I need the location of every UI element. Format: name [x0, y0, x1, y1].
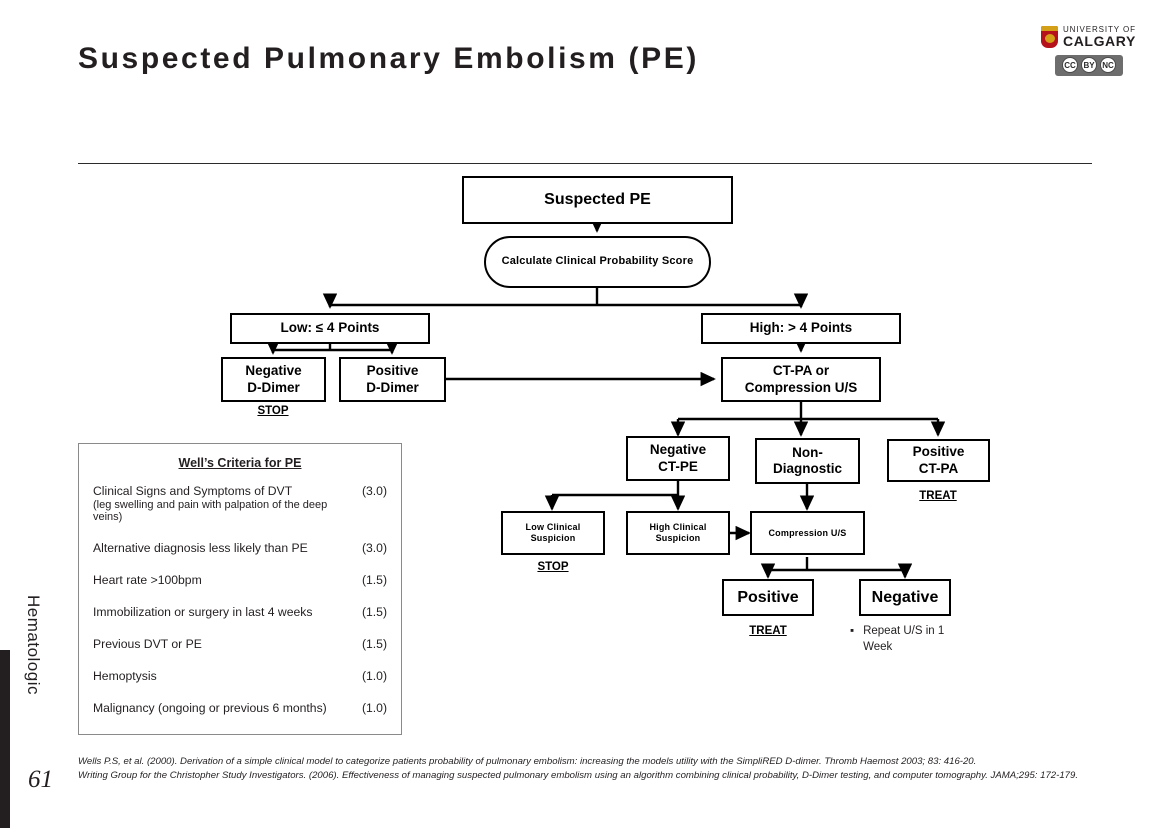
- node-compression-us-label: Compression U/S: [768, 527, 847, 538]
- criteria-label: Alternative diagnosis less likely than P…: [93, 541, 308, 555]
- criteria-sublabel: (leg swelling and pain with palpation of…: [93, 499, 328, 523]
- node-positive-final[interactable]: Positive: [722, 579, 814, 616]
- caption-stop-ddimer: STOP: [257, 405, 289, 417]
- node-low-clinical-suspicion[interactable]: Low Clinical Suspicion: [501, 511, 605, 555]
- node-negative-final[interactable]: Negative: [859, 579, 951, 616]
- node-high-points[interactable]: High: > 4 Points: [701, 313, 901, 344]
- node-negative-ctpe-label: Negative CT-PE: [649, 442, 707, 474]
- node-suspected-pe[interactable]: Suspected PE: [462, 176, 733, 224]
- criteria-row: Clinical Signs and Symptoms of DVT(leg s…: [93, 484, 387, 523]
- criteria-points: (1.0): [361, 701, 387, 715]
- node-positive-final-label: Positive: [737, 588, 799, 606]
- criteria-label: Clinical Signs and Symptoms of DVT(leg s…: [93, 484, 354, 523]
- section-accent-bar: [0, 650, 10, 828]
- criteria-label: Heart rate >100bpm: [93, 573, 202, 587]
- criteria-label: Hemoptysis: [93, 669, 157, 683]
- node-negative-final-label: Negative: [871, 588, 939, 606]
- page-number: 61: [28, 766, 53, 793]
- node-high-points-label: High: > 4 Points: [749, 320, 853, 336]
- node-high-clinical-suspicion[interactable]: High Clinical Suspicion: [626, 511, 730, 555]
- criteria-points: (1.5): [361, 605, 387, 619]
- node-non-diagnostic[interactable]: Non- Diagnostic: [755, 438, 860, 484]
- criteria-points: (3.0): [361, 484, 387, 498]
- wells-criteria-list: Clinical Signs and Symptoms of DVT(leg s…: [93, 484, 387, 715]
- criteria-row: Alternative diagnosis less likely than P…: [93, 541, 387, 555]
- cc-nc-icon: NC: [1100, 57, 1116, 74]
- page-title: Suspected Pulmonary Embolism (PE): [78, 42, 699, 75]
- node-low-clinical-suspicion-label: Low Clinical Suspicion: [525, 522, 581, 543]
- node-high-clinical-suspicion-label: High Clinical Suspicion: [649, 522, 707, 543]
- criteria-points: (3.0): [361, 541, 387, 555]
- wells-criteria-panel: Well’s Criteria for PE Clinical Signs an…: [78, 443, 402, 735]
- node-compression-us[interactable]: Compression U/S: [750, 511, 865, 555]
- node-negative-ctpe[interactable]: Negative CT-PE: [626, 436, 730, 481]
- criteria-row: Heart rate >100bpm (1.5): [93, 573, 387, 587]
- creative-commons-badge: CC BY NC: [1055, 54, 1123, 76]
- section-label: Hematologic: [24, 595, 43, 695]
- criteria-points: (1.0): [361, 669, 387, 683]
- criteria-row: Immobilization or surgery in last 4 week…: [93, 605, 387, 619]
- criteria-row: Hemoptysis (1.0): [93, 669, 387, 683]
- references-block: Wells P.S, et al. (2000). Derivation of …: [78, 755, 1088, 784]
- node-non-diagnostic-label: Non- Diagnostic: [772, 444, 842, 476]
- node-ctpa-or-us[interactable]: CT-PA or Compression U/S: [721, 357, 881, 402]
- criteria-points: (1.5): [361, 573, 387, 587]
- node-suspected-pe-label: Suspected PE: [544, 191, 651, 209]
- node-low-points-label: Low: ≤ 4 Points: [280, 320, 380, 336]
- wells-criteria-title: Well’s Criteria for PE: [178, 456, 302, 470]
- header-divider: [78, 163, 1092, 164]
- node-calculate-score-label: Calculate Clinical Probability Score: [501, 255, 694, 268]
- caption-treat-positive: TREAT: [749, 625, 787, 637]
- reference-line-2: Writing Group for the Christopher Study …: [78, 770, 1079, 782]
- bullet-icon: ▪: [850, 625, 855, 637]
- node-low-points[interactable]: Low: ≤ 4 Points: [230, 313, 430, 344]
- criteria-label: Previous DVT or PE: [93, 637, 202, 651]
- note-repeat-us: ▪ Repeat U/S in 1 Week: [850, 624, 970, 655]
- criteria-points: (1.5): [361, 637, 387, 651]
- cc-icon: CC: [1062, 57, 1078, 74]
- caption-stop-low-suspicion: STOP: [537, 561, 569, 573]
- criteria-row: Previous DVT or PE (1.5): [93, 637, 387, 651]
- node-negative-ddimer[interactable]: Negative D-Dimer: [221, 357, 326, 402]
- shield-icon: [1041, 26, 1058, 49]
- university-logo: UNIVERSITY OF CALGARY: [1041, 25, 1151, 50]
- caption-treat-ctpa: TREAT: [919, 490, 957, 502]
- criteria-label: Malignancy (ongoing or previous 6 months…: [93, 701, 327, 715]
- university-logo-text: UNIVERSITY OF CALGARY: [1063, 25, 1136, 50]
- cc-by-icon: BY: [1081, 57, 1097, 74]
- note-repeat-us-label: Repeat U/S in 1 Week: [863, 625, 945, 653]
- reference-line-1: Wells P.S, et al. (2000). Derivation of …: [78, 756, 977, 767]
- criteria-label: Immobilization or surgery in last 4 week…: [93, 605, 313, 619]
- logo-line-university: UNIVERSITY OF: [1063, 25, 1136, 34]
- node-negative-ddimer-label: Negative D-Dimer: [245, 363, 302, 395]
- node-ctpa-or-us-label: CT-PA or Compression U/S: [744, 363, 858, 395]
- branding-block: UNIVERSITY OF CALGARY CC BY NC: [1041, 25, 1151, 76]
- node-calculate-score[interactable]: Calculate Clinical Probability Score: [484, 236, 711, 288]
- logo-line-calgary: CALGARY: [1063, 33, 1136, 50]
- node-positive-ddimer[interactable]: Positive D-Dimer: [339, 357, 446, 402]
- node-positive-ctpa[interactable]: Positive CT-PA: [887, 439, 990, 482]
- node-positive-ctpa-label: Positive CT-PA: [912, 444, 965, 476]
- node-positive-ddimer-label: Positive D-Dimer: [366, 363, 419, 395]
- criteria-row: Malignancy (ongoing or previous 6 months…: [93, 701, 387, 715]
